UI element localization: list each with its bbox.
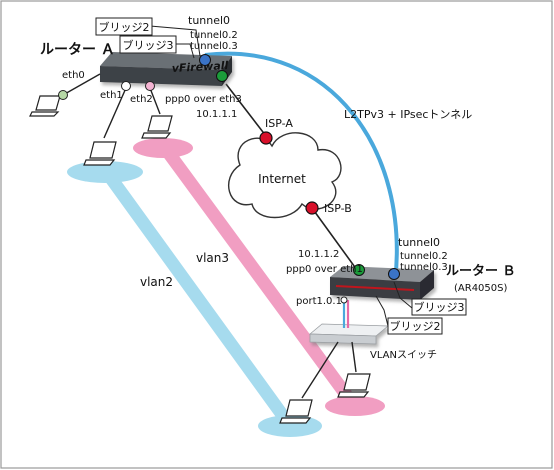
isp-b-uplink [311,207,358,271]
switch-laptop-link-2 [351,341,357,373]
ppp0-a-label: ppp0 over eth3 [165,94,242,105]
isp-b-node [305,201,319,215]
router-a-front [100,66,222,86]
eth2-label: eth2 [130,94,153,105]
laptop-icon [29,95,61,117]
isp-a-node [259,131,273,145]
ip-a-label: 10.1.1.1 [196,109,237,120]
tunnel0-b-node [388,268,400,280]
eth2-link [149,87,161,115]
eth0-node [58,90,68,100]
tunnel02-b-label: tunnel0.2 [400,251,448,262]
ppp0-a-node [216,70,228,82]
tunnel03-b-label: tunnel0.3 [400,262,448,273]
router-a-brand: vFirewall [171,59,228,75]
vlan3-band [158,141,357,407]
eth0-link [62,73,101,96]
bridge-a2-box [95,17,153,36]
eth1-link [103,87,127,139]
router-a [100,52,232,86]
router-b-label: ルーター Ｂ [446,264,516,279]
internet-cloud [227,132,342,219]
ppp0-b-node [353,264,365,276]
vlan3-halo-b [325,396,385,416]
tunnel0-b-label: tunnel0 [398,236,440,249]
switch-laptop-link-1 [301,341,339,399]
bridge-b2-label: ブリッジ2 [390,319,441,333]
laptop-icon [337,373,371,398]
bridge-b2-box [387,317,443,335]
eth1-node [121,81,131,91]
bridge-b3-pointer [393,281,413,309]
tunnel0-a-node [199,54,211,66]
tunnel02-a-label: tunnel0.2 [190,30,238,41]
laptop-icon [83,141,117,166]
bridge-a2-label: ブリッジ2 [99,20,150,34]
router-a-label: ルーター Ａ [40,42,115,58]
tunnel03-a-label: tunnel0.3 [190,41,238,52]
port1-0-1-node [340,296,348,304]
router-b-model: (AR4050S) [454,283,507,294]
laptop-icon [279,399,313,424]
switch-label: VLANスイッチ [370,349,437,361]
tunnel-label: L2TPv3 + IPsecトンネル [344,108,472,121]
switch-front [309,333,377,345]
vlan3-label: vlan3 [196,251,229,265]
laptop-icon [141,115,173,139]
eth1-label: eth1 [100,90,123,101]
bridge-a3-label: ブリッジ3 [123,38,174,52]
bridge-b3-label: ブリッジ3 [414,300,465,314]
vlan2-halo-a [67,161,143,183]
eth0-label: eth0 [62,70,85,81]
bridge-a2-pointer [149,25,201,57]
bridge-b2-pointer [375,295,389,327]
port-label: port1.0.1 [296,296,342,307]
bridge-a3-pointer [176,43,195,59]
isp-a-uplink [225,83,267,137]
l2tpv3-tunnel-line [204,51,399,283]
bridge-b3-box [411,298,467,316]
tunnel0-a-label: tunnel0 [188,14,230,27]
internet-label: Internet [258,172,306,186]
ip-b-label: 10.1.1.2 [298,249,339,260]
isp-b-label: ISP-B [324,202,352,215]
vlan2-label: vlan2 [140,275,173,289]
isp-a-label: ISP-A [265,117,293,130]
ppp0-b-label: ppp0 over eth1 [286,264,363,275]
bridge-a3-box [119,35,177,54]
vlan3-halo-a [133,138,193,158]
router-b-stripe [335,285,415,291]
router-a-top [100,52,232,70]
eth2-node [145,81,155,91]
vlan2-band [98,163,293,427]
vlan-switch [308,323,390,345]
router-b-side [420,270,434,300]
